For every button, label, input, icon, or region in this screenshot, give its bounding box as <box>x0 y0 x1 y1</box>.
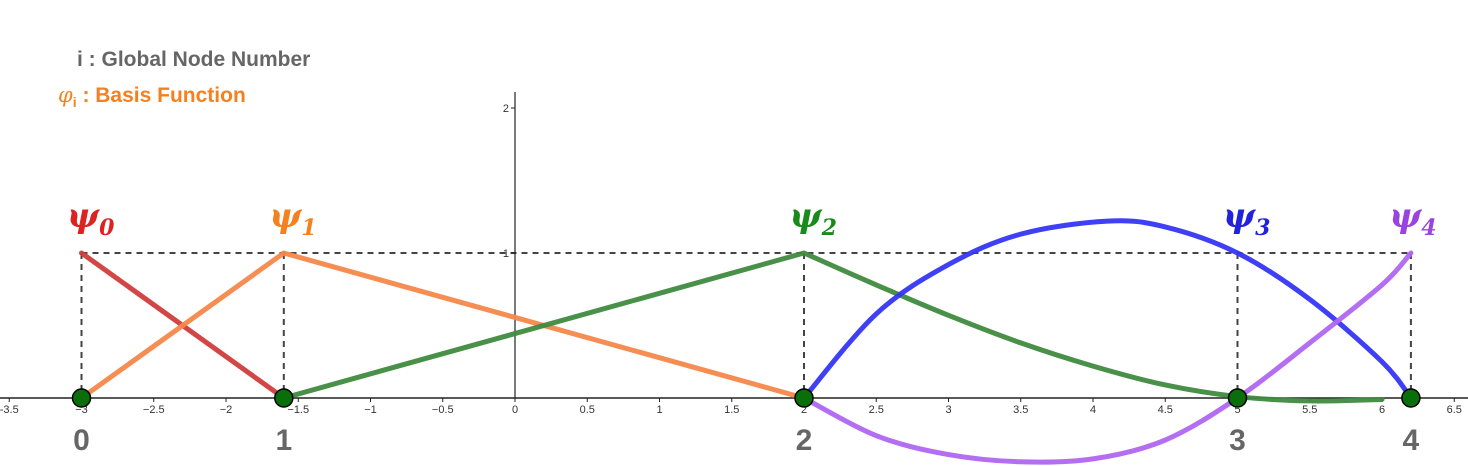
x-tick-label: 6 <box>1379 404 1385 416</box>
x-tick-label: 5 <box>1234 404 1240 416</box>
x-tick-label: 4.5 <box>1158 404 1173 416</box>
series-psi-3 <box>801 218 1414 401</box>
y-tick-label: 2 <box>503 103 509 115</box>
series-label-psi-0: ψ0 <box>67 196 115 241</box>
node-markers: 0 1 2 3 4 <box>71 388 1421 457</box>
legend-phi-subscript: i <box>72 94 77 111</box>
x-tick-label: 0 <box>512 404 518 416</box>
legend-node-number: i : Global Node Number <box>77 48 310 72</box>
series-label-subscript: 0 <box>99 215 115 241</box>
node-marker <box>794 388 814 408</box>
x-tick-label: 0.5 <box>580 404 595 416</box>
node-marker <box>1401 388 1421 408</box>
x-tick-label: 2 <box>801 404 807 416</box>
x-tick-label: -3.5 <box>0 404 19 416</box>
series-label-psi-2: ψ2 <box>790 196 837 241</box>
x-tick-label: 1.5 <box>724 404 739 416</box>
series-label-subscript: 4 <box>1421 215 1436 241</box>
x-tick-label: 6.5 <box>1447 404 1462 416</box>
series-lines <box>79 218 1414 465</box>
x-tick-label: 1 <box>656 404 662 416</box>
x-tick-label: −0.5 <box>432 404 454 416</box>
series-psi-4 <box>801 250 1414 465</box>
node-number-label: 4 <box>1403 424 1420 457</box>
legend-basis-function: φi : Basis Function <box>58 83 246 110</box>
legend-basis-function-label: : Basis Function <box>76 84 246 107</box>
node-number-label: 3 <box>1229 424 1246 457</box>
x-tick-label: 4 <box>1090 404 1096 416</box>
x-tick-label: 2.5 <box>869 404 884 416</box>
x-tick-label: −1 <box>364 404 377 416</box>
series-labels: ψ0 ψ1 ψ2 ψ3 ψ4 <box>67 196 1437 241</box>
series-psi-2 <box>281 250 1385 404</box>
series-psi-1 <box>79 250 807 401</box>
series-label-subscript: 2 <box>821 215 837 241</box>
x-tick-label: 3.5 <box>1013 404 1028 416</box>
x-tick-label: 3 <box>945 404 951 416</box>
x-tick-label: −2.5 <box>143 404 165 416</box>
series-label-psi-3: ψ3 <box>1223 196 1270 241</box>
y-tick-label: 1 <box>503 248 509 260</box>
series-label-subscript: 1 <box>301 215 316 241</box>
legend-node-number-label: i : Global Node Number <box>77 48 311 71</box>
x-tick-label: −1.5 <box>287 404 309 416</box>
legend-phi-symbol: φ <box>58 83 73 107</box>
node-marker <box>71 388 92 408</box>
node-marker <box>274 388 294 408</box>
node-number-label: 2 <box>796 424 813 457</box>
dashed-guide-lines <box>80 252 1412 398</box>
node-number-label: 1 <box>275 424 292 457</box>
x-tick-label: −2 <box>220 404 233 416</box>
x-tick-label: 5.5 <box>1302 404 1317 416</box>
node-number-label: 0 <box>73 424 90 457</box>
series-label-psi-4: ψ4 <box>1389 196 1436 241</box>
series-label-subscript: 3 <box>1255 215 1270 241</box>
node-marker <box>1227 388 1248 408</box>
series-label-psi-1: ψ1 <box>269 196 316 241</box>
